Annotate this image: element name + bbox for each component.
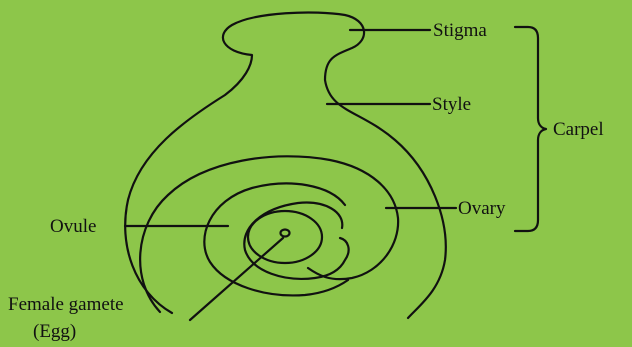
ovary-wall-inner bbox=[140, 156, 398, 312]
carpel-bracket bbox=[515, 27, 546, 231]
egg-cell bbox=[281, 230, 290, 237]
carpel-label: Carpel bbox=[553, 119, 604, 140]
egg-label: (Egg) bbox=[33, 321, 76, 342]
ovule-outer-integument bbox=[204, 183, 348, 295]
female-gamete-label: Female gamete bbox=[8, 294, 124, 315]
ovule-inner-integument bbox=[244, 203, 348, 279]
style-label: Style bbox=[432, 94, 471, 115]
carpel-outline bbox=[125, 12, 446, 318]
female-gamete-leader bbox=[190, 238, 283, 320]
stigma-label: Stigma bbox=[433, 20, 487, 41]
ovary-label: Ovary bbox=[458, 198, 506, 219]
ovule-label: Ovule bbox=[50, 216, 96, 237]
